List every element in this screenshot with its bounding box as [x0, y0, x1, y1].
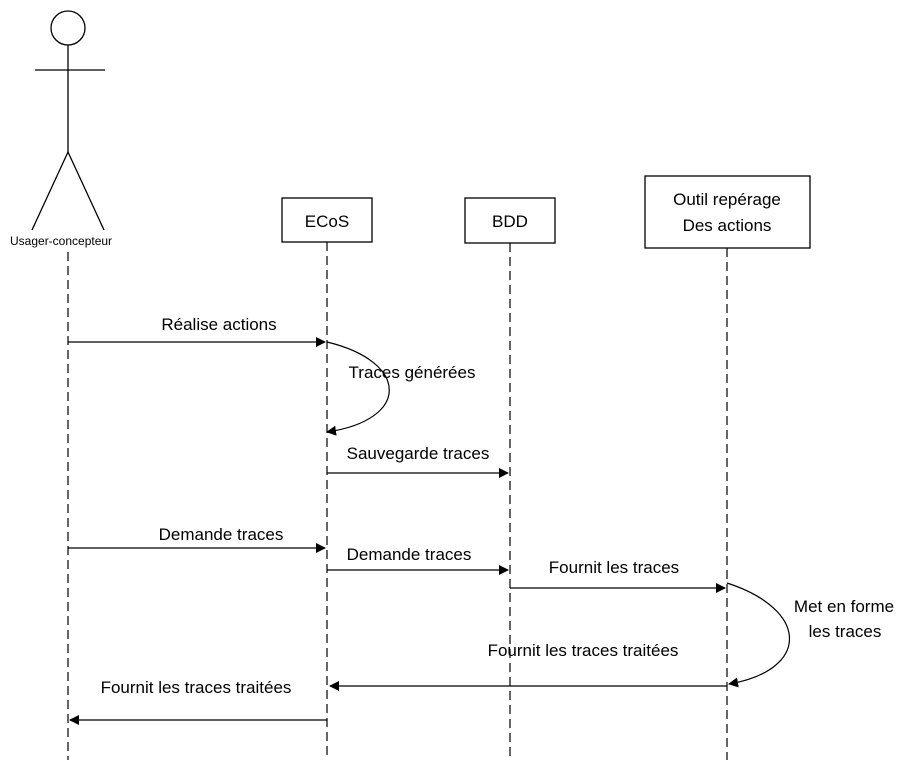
lifeline-label-bdd: BDD — [492, 212, 528, 231]
message-arrow-traces-generees — [326, 341, 390, 436]
actor-right-leg — [67, 151, 105, 231]
actor-figure — [31, 10, 105, 231]
actor-label: Usager-concepteur — [10, 234, 112, 248]
message-label-met-en-forme-2: les traces — [809, 622, 882, 641]
message-label-realise-actions: Réalise actions — [161, 315, 276, 334]
lifeline-label-ecos: ECoS — [305, 212, 349, 231]
lifeline-label-outil-2: Des actions — [683, 216, 772, 235]
lifeline-box-outil — [644, 175, 811, 249]
message-label-demande-traces-2: Demande traces — [347, 545, 472, 564]
actor-left-leg — [31, 151, 69, 231]
message-label-fournit-traitees-2: Fournit les traces traitées — [101, 678, 292, 697]
message-label-met-en-forme-1: Met en forme — [794, 597, 894, 616]
message-label-sauvegarde-traces: Sauvegarde traces — [347, 444, 490, 463]
actor-head — [50, 10, 86, 46]
lifeline-box-bdd — [464, 197, 556, 244]
message-label-traces-generees: Traces générées — [349, 363, 476, 382]
message-label-demande-traces-1: Demande traces — [159, 525, 284, 544]
message-arrow-met-en-forme — [726, 582, 791, 688]
lifeline-box-ecos — [281, 197, 373, 243]
message-label-fournit-traitees-1: Fournit les traces traitées — [488, 641, 679, 660]
message-label-fournit-traces: Fournit les traces — [549, 558, 679, 577]
lifeline-label-outil-1: Outil repérage — [673, 190, 781, 209]
